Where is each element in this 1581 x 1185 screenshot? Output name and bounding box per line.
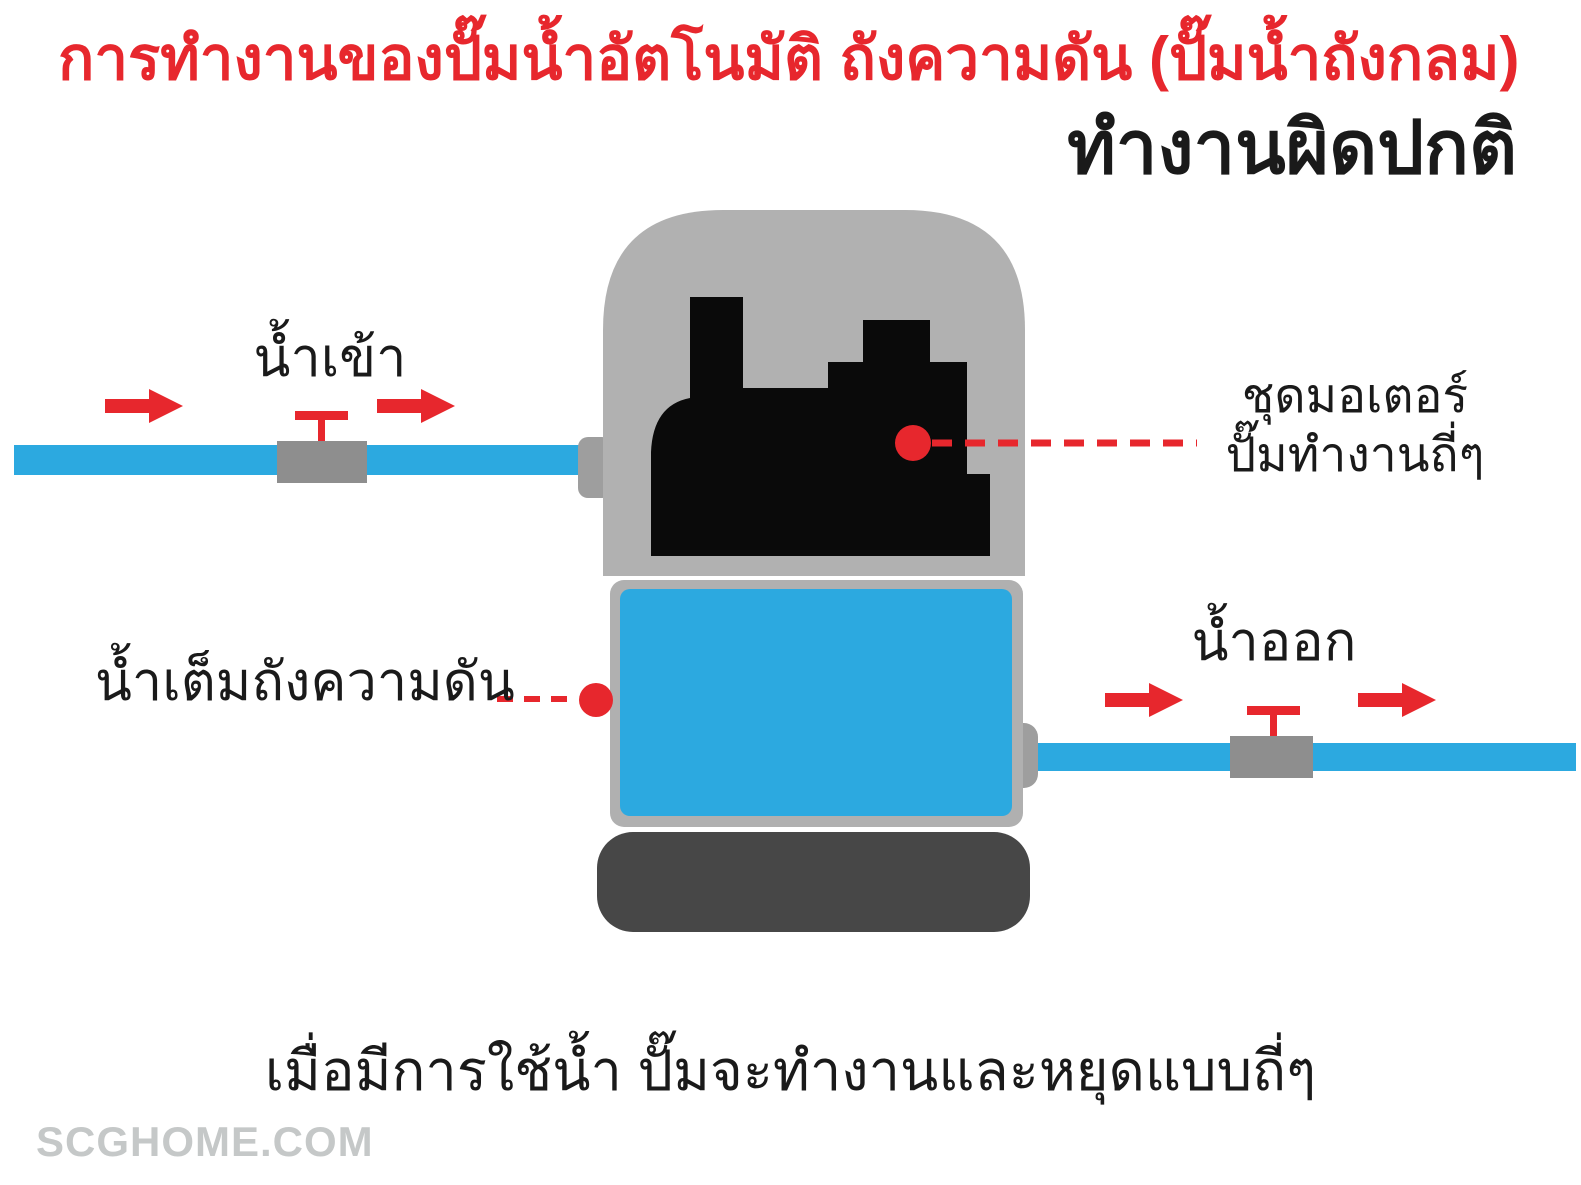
watermark: SCGHOME.COM bbox=[36, 1118, 374, 1165]
valve-handle-bar bbox=[1247, 706, 1300, 715]
valve-handle-bar bbox=[295, 411, 348, 420]
pressure-tank-water bbox=[620, 589, 1012, 816]
valve-handle-stem bbox=[1270, 713, 1277, 743]
callout-dot-icon bbox=[895, 425, 931, 461]
motor-callout-label: ชุดมอเตอร์ ปั๊มทำงานถี่ๆ bbox=[1205, 368, 1505, 485]
valve-body bbox=[1230, 736, 1313, 778]
inlet-valve-icon bbox=[277, 411, 367, 483]
motor-callout-line1: ชุดมอเตอร์ bbox=[1241, 370, 1469, 423]
flow-arrow-icon bbox=[1105, 683, 1183, 717]
flow-arrow-icon bbox=[1358, 683, 1436, 717]
valve-body bbox=[277, 441, 367, 483]
callout-dot-icon bbox=[579, 683, 613, 717]
bottom-caption: เมื่อมีการใช้น้ำ ปั๊มจะทำงานและหยุดแบบถี… bbox=[264, 1039, 1317, 1102]
flow-arrow-icon bbox=[105, 389, 183, 423]
pump-base bbox=[597, 832, 1030, 932]
status-subtitle: ทำงานผิดปกติ bbox=[1067, 106, 1517, 189]
flow-arrow-icon bbox=[377, 389, 455, 423]
outlet-valve-icon bbox=[1230, 706, 1313, 778]
motor-callout-line2: ปั๊มทำงานถี่ๆ bbox=[1225, 428, 1485, 482]
tank-full-label: น้ำเต็มถังความดัน bbox=[95, 652, 515, 712]
water-in-label: น้ำเข้า bbox=[253, 328, 407, 388]
valve-handle-stem bbox=[318, 418, 325, 448]
page-title: การทำงานของปั๊มน้ำอัตโนมัติ ถังความดัน (… bbox=[58, 25, 1520, 92]
water-out-label: น้ำออก bbox=[1191, 612, 1357, 672]
pump-motor-icon bbox=[651, 297, 990, 556]
